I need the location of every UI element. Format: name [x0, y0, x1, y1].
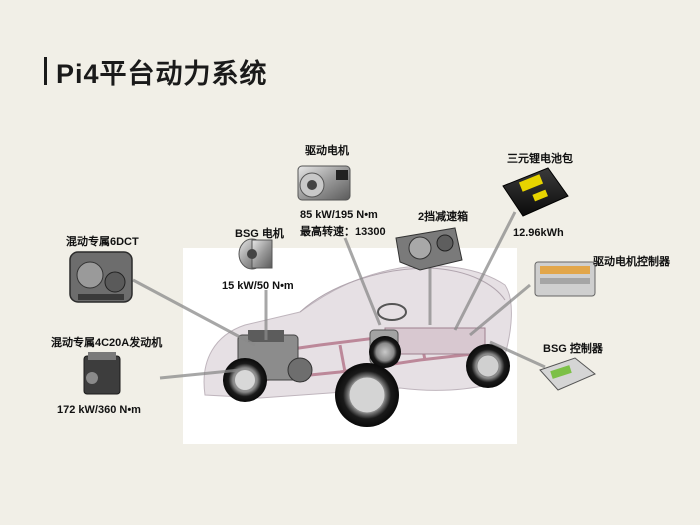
leader-lines	[132, 211, 546, 380]
battery-label: 三元锂电池包	[507, 153, 573, 165]
battery-pack-component	[502, 167, 569, 217]
reducer-label: 2挡减速箱	[418, 211, 469, 223]
motor-controller-label: 驱动电机控制器	[593, 256, 670, 268]
dct-label: 混动专属6DCT	[66, 236, 139, 248]
leader-battery	[453, 211, 517, 331]
rear-right-wheel	[466, 344, 510, 388]
front-left-wheel	[223, 358, 267, 402]
bsg-motor-component	[238, 238, 273, 270]
leader-drive-motor	[343, 237, 382, 326]
battery-in-car	[384, 327, 486, 355]
drive-motor-spec-speed: 最高转速：13300	[300, 226, 386, 238]
page-title: Pi4平台动力系统	[56, 59, 268, 89]
motor-controller-component	[534, 261, 596, 297]
engine-in-car	[237, 330, 313, 383]
leader-dct	[132, 278, 256, 347]
front-right-wheel	[335, 363, 399, 427]
bsg-motor-spec: 15 kW/50 N•m	[222, 280, 294, 292]
leader-bsg-controller	[489, 340, 546, 369]
engine-label: 混动专属4C20A发动机	[51, 337, 163, 349]
drive-motor-component	[297, 165, 351, 201]
engine-component	[83, 352, 121, 395]
bsg-controller-component	[539, 357, 596, 391]
title-accent-bar	[44, 57, 47, 85]
reducer-component	[395, 227, 463, 271]
battery-spec: 12.96kWh	[513, 227, 564, 239]
dct-transmission	[69, 251, 133, 303]
leader-motor-controller	[469, 283, 531, 337]
engine-spec: 172 kW/360 N•m	[57, 404, 141, 416]
leader-engine	[159, 368, 241, 380]
drive-motor-spec-power: 85 kW/195 N•m	[300, 209, 378, 221]
drive-motor-label: 驱动电机	[305, 145, 349, 157]
rear-left-wheel	[369, 336, 401, 368]
bsg-controller-label: BSG 控制器	[543, 343, 603, 355]
bsg-motor-label: BSG 电机	[235, 228, 284, 240]
